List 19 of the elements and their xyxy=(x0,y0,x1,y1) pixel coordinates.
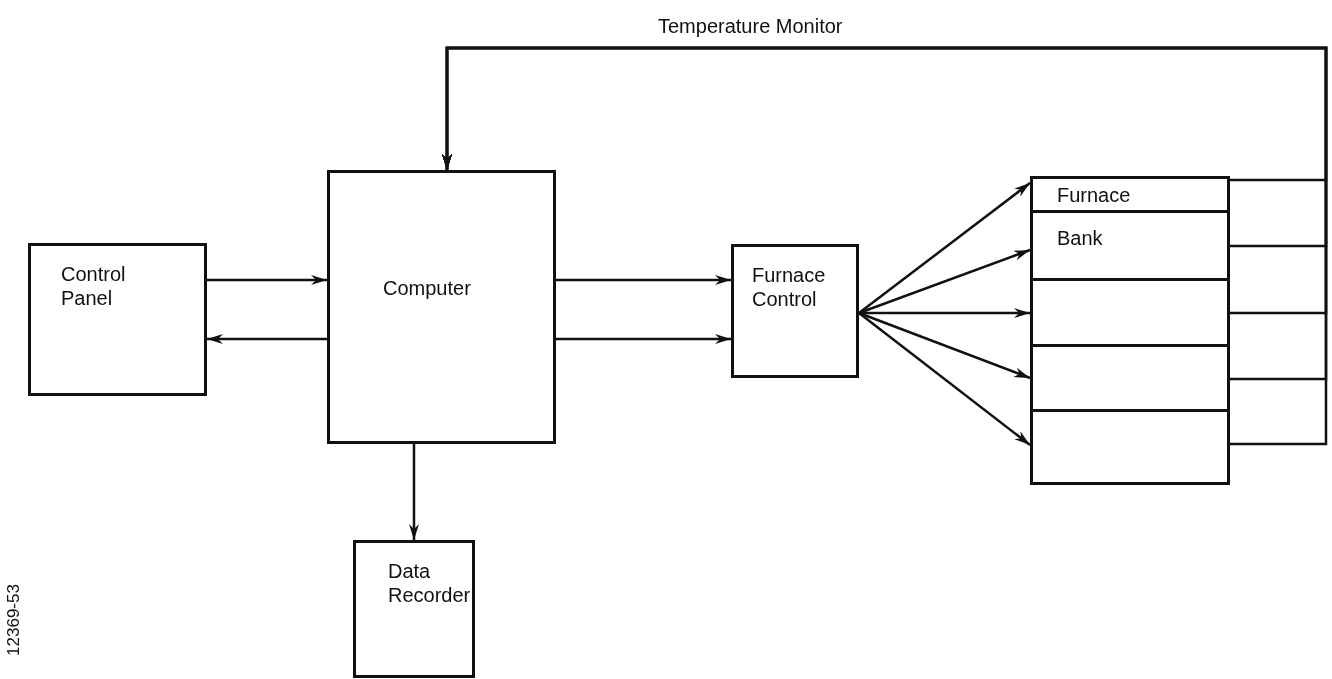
process-box xyxy=(28,243,207,396)
process-box xyxy=(353,540,475,678)
arrow xyxy=(409,444,419,540)
node-label: Data Recorder xyxy=(388,559,472,607)
arrow xyxy=(207,334,327,344)
arrow xyxy=(858,182,1031,314)
arrow xyxy=(858,312,1031,446)
node-label: Furnace xyxy=(1057,183,1131,207)
node-label: Computer xyxy=(383,276,471,300)
node-label: Control Panel xyxy=(61,262,127,310)
arrow xyxy=(556,334,731,344)
arrow xyxy=(442,46,1328,446)
node-label: Bank xyxy=(1057,226,1103,250)
arrow xyxy=(207,275,327,285)
furnace-bank-box xyxy=(1030,176,1230,485)
arrow xyxy=(556,275,731,285)
node-label: Furnace Control xyxy=(752,263,827,311)
process-box xyxy=(731,244,859,378)
process-box xyxy=(327,170,556,444)
